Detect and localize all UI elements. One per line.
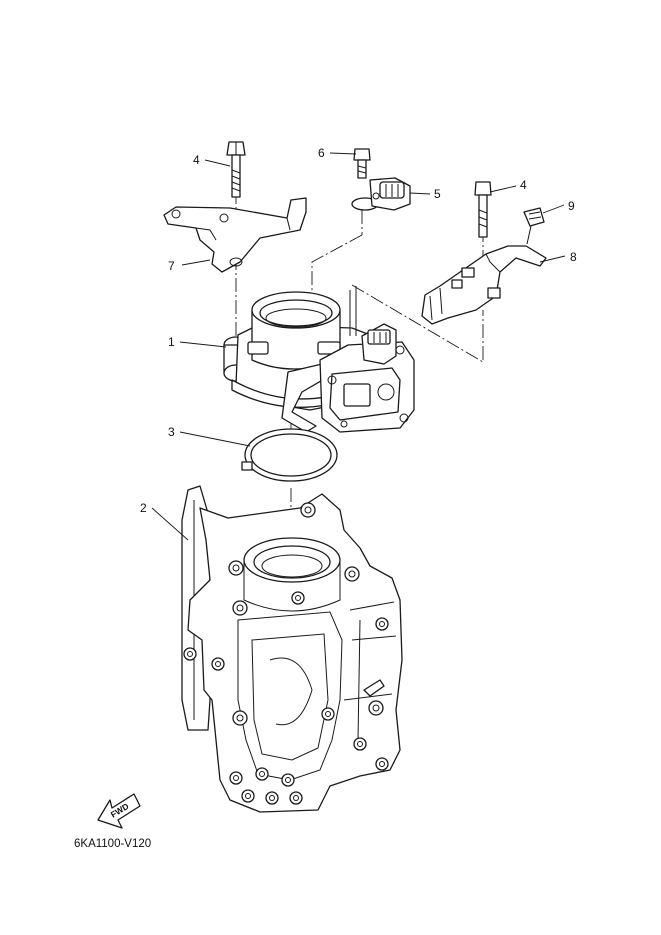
bolt-small <box>353 148 371 179</box>
bolt-right <box>474 181 492 238</box>
connector-part-9 <box>523 207 545 245</box>
callout-labels: 4 6 5 4 9 8 7 1 3 2 <box>140 146 577 515</box>
drawing-code: 6KA1100-V120 <box>74 838 151 850</box>
callout-1: 1 <box>168 335 175 349</box>
sensor-part-5 <box>351 177 411 211</box>
callout-4-left: 4 <box>193 153 200 167</box>
leader-lines <box>151 152 566 541</box>
gasket-part-3 <box>241 428 338 482</box>
manifold-part-2 <box>181 485 403 813</box>
callout-7: 7 <box>168 259 175 273</box>
throttle-body-part-1 <box>223 286 415 433</box>
callout-3: 3 <box>168 425 175 439</box>
callout-9: 9 <box>568 199 575 213</box>
callout-8: 8 <box>570 250 577 264</box>
bracket-part-8 <box>421 245 547 325</box>
callout-2: 2 <box>140 501 147 515</box>
callout-6: 6 <box>318 146 325 160</box>
bracket-part-7 <box>163 197 307 273</box>
callout-4-right: 4 <box>520 178 527 192</box>
bolt-left <box>226 141 246 198</box>
callout-5: 5 <box>434 187 441 201</box>
fwd-arrow-icon: FWD <box>97 793 141 829</box>
